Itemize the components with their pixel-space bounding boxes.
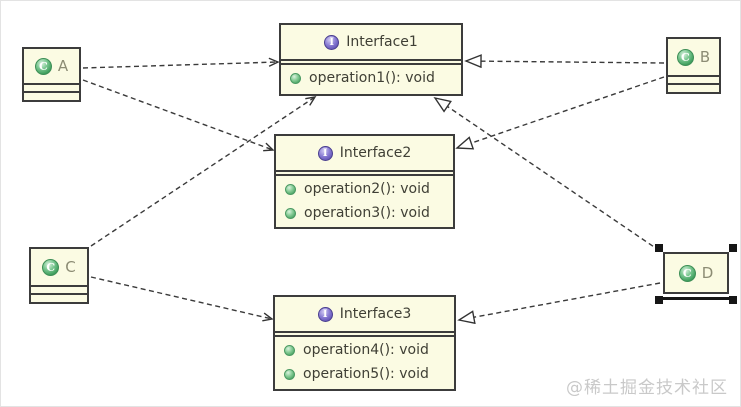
interface-name: Interface2 (339, 145, 412, 161)
operation-row[interactable]: operation3(): void (276, 200, 453, 224)
connector-dependency-c-interface1[interactable] (90, 96, 317, 247)
interface-box-interface2[interactable]: I Interface2 operation2(): void operatio… (274, 134, 455, 229)
interface-box-interface3[interactable]: I Interface3 operation4(): void operatio… (273, 295, 456, 391)
connector-realization-b-interface2[interactable] (457, 76, 665, 148)
interface-header: I Interface3 (275, 297, 454, 331)
public-operation-icon (285, 207, 296, 219)
class-icon: C (42, 258, 60, 276)
compartment-separator (275, 331, 454, 337)
public-operation-icon (284, 368, 295, 380)
operation-row[interactable]: operation1(): void (281, 65, 461, 89)
attributes-compartment (31, 285, 87, 293)
interface-name: Interface1 (346, 34, 418, 50)
compartment-separator (276, 170, 453, 176)
class-name: A (57, 57, 69, 75)
connector-realization-b-interface1[interactable] (466, 61, 665, 63)
interface-header: I Interface1 (281, 25, 461, 59)
class-header: C B (668, 39, 719, 75)
interface-icon: I (317, 306, 333, 322)
interface-icon: I (324, 34, 340, 50)
connector-realization-d-interface1[interactable] (435, 98, 661, 252)
selection-handle-bottom-left[interactable] (655, 296, 663, 304)
operations-compartment (24, 91, 79, 100)
connector-dependency-c-interface3[interactable] (90, 276, 274, 322)
operation-row[interactable]: operation2(): void (276, 176, 453, 200)
attributes-compartment (668, 75, 719, 83)
public-operation-icon (285, 183, 296, 195)
class-box-a[interactable]: C A (22, 47, 81, 102)
operation-row[interactable]: operation4(): void (275, 337, 454, 361)
public-operation-icon (290, 72, 301, 84)
operations-compartment (31, 293, 87, 302)
operation-label: operation5(): void (303, 366, 429, 382)
selection-handle-top-right[interactable] (729, 244, 737, 252)
class-header: C A (24, 49, 79, 83)
class-icon: C (678, 264, 696, 282)
interface-name: Interface3 (339, 306, 412, 322)
connector-realization-d-interface3[interactable] (459, 282, 661, 320)
interface-header: I Interface2 (276, 136, 453, 170)
class-header: C D (665, 254, 727, 292)
class-name: D (701, 264, 714, 282)
selection-handle-top-left[interactable] (655, 244, 663, 252)
class-icon: C (676, 48, 694, 66)
class-box-c[interactable]: C C (29, 247, 89, 304)
operation-label: operation1(): void (309, 70, 435, 86)
class-name: B (699, 48, 711, 66)
class-box-d[interactable]: C D (663, 252, 729, 294)
connector-dependency-a-interface2[interactable] (82, 79, 275, 152)
interface-box-interface1[interactable]: I Interface1 operation1(): void (279, 23, 463, 96)
selection-handle-bottom-right[interactable] (729, 296, 737, 304)
class-box-b[interactable]: C B (666, 37, 721, 94)
connector-dependency-a-interface1[interactable] (82, 57, 280, 69)
operation-label: operation3(): void (304, 205, 430, 221)
class-icon: C (34, 57, 52, 75)
public-operation-icon (284, 344, 295, 356)
operation-row[interactable]: operation5(): void (275, 361, 454, 385)
interface-icon: I (317, 145, 333, 161)
operation-label: operation2(): void (304, 181, 430, 197)
operation-label: operation4(): void (303, 342, 429, 358)
class-name: C (65, 258, 76, 276)
watermark: @稀土掘金技术社区 (566, 378, 728, 398)
operations-compartment (668, 83, 719, 92)
class-header: C C (31, 249, 87, 285)
compartment-separator (281, 59, 461, 65)
attributes-compartment (24, 83, 79, 91)
